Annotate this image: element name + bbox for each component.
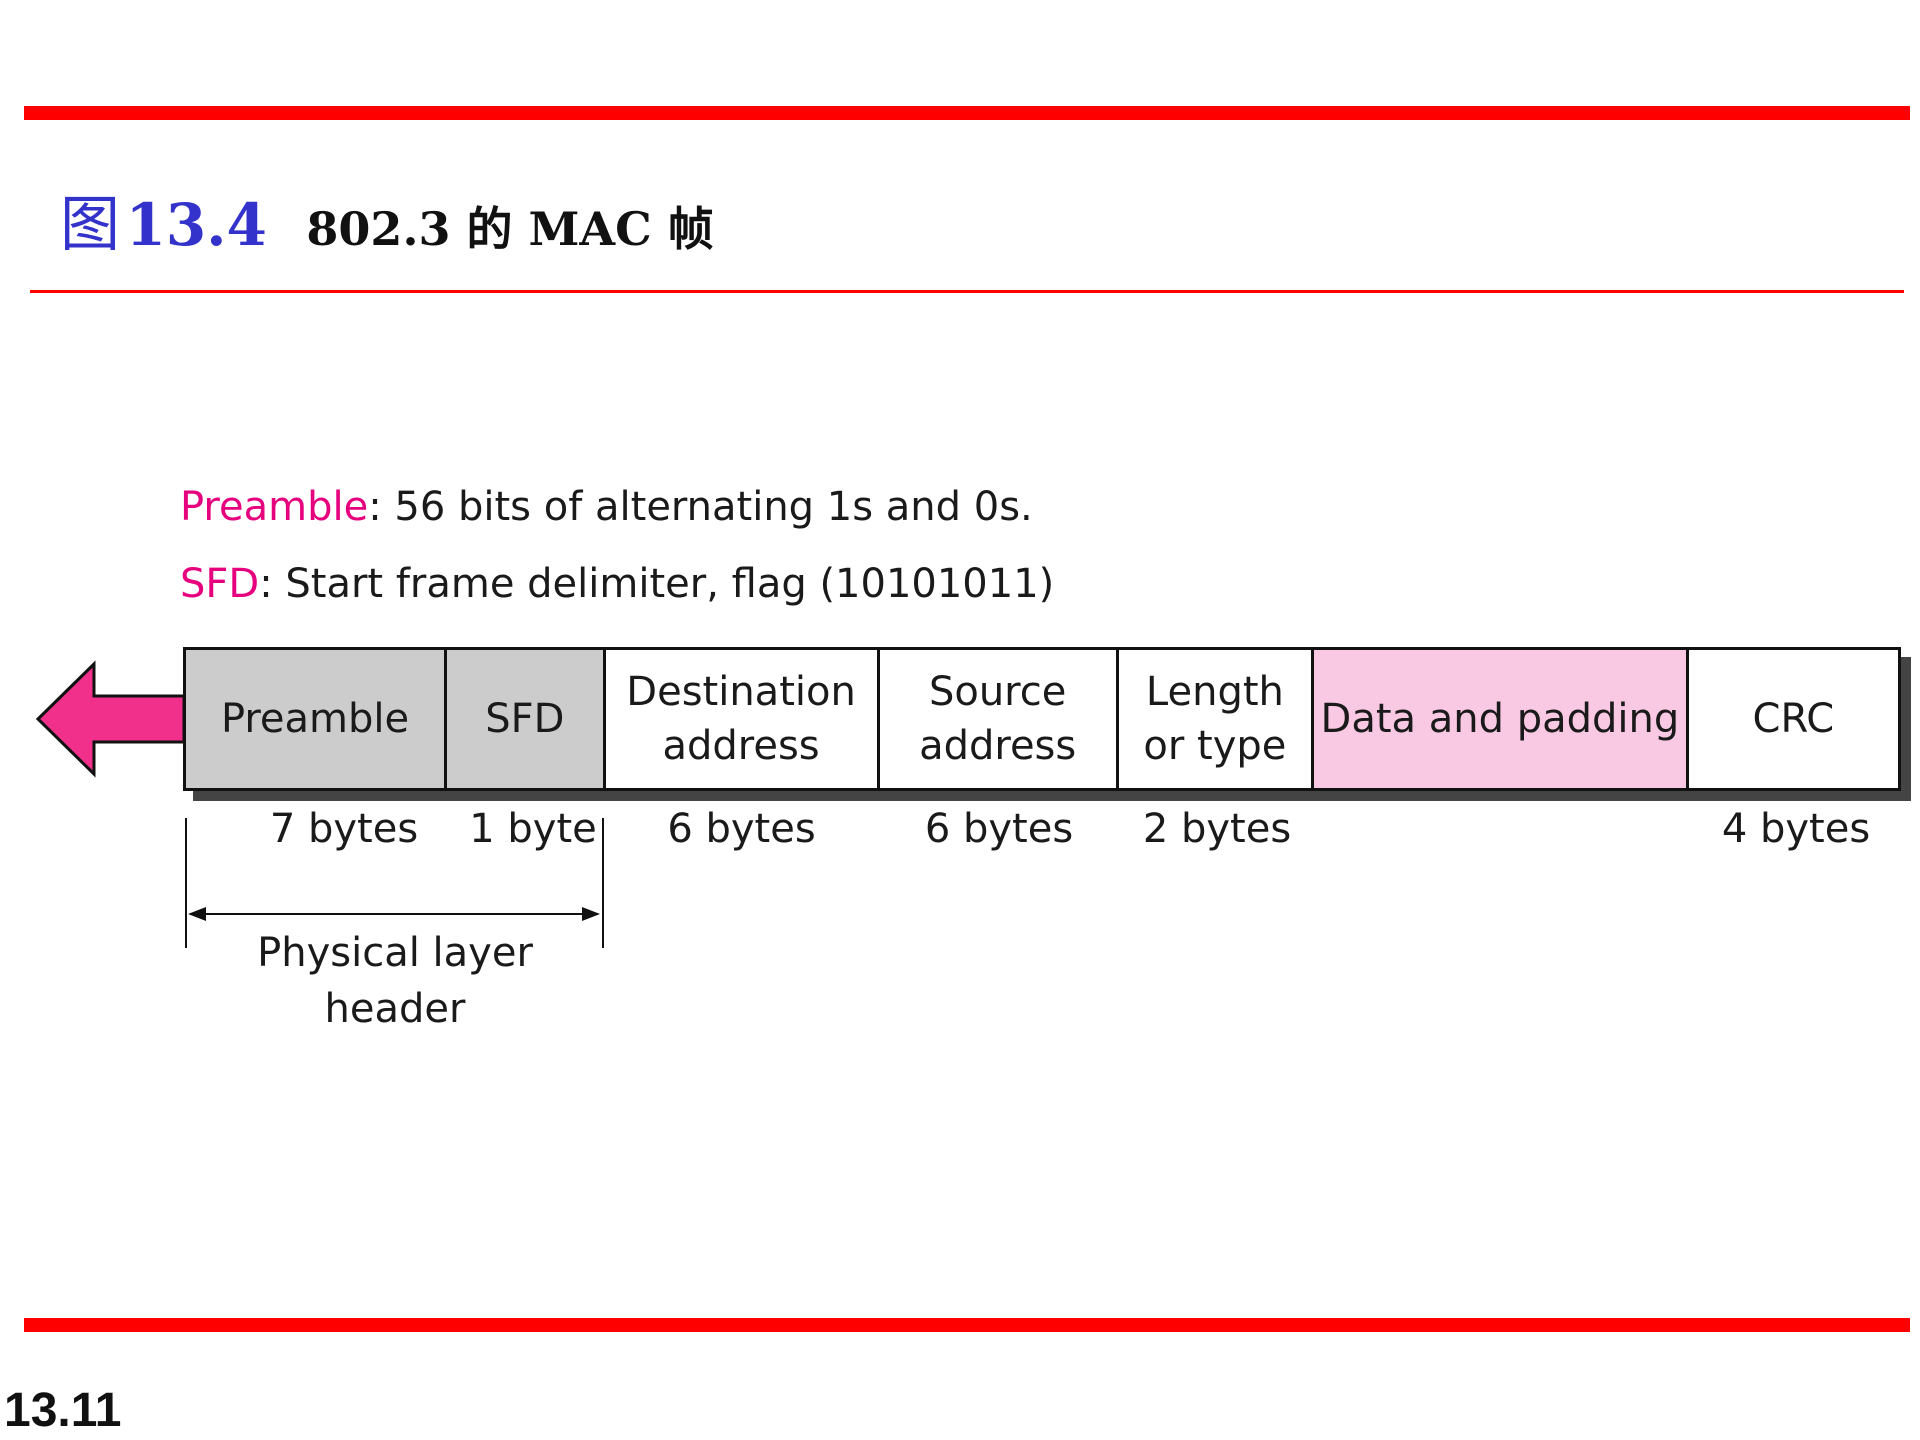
field-destination-address: Destination address — [606, 650, 880, 788]
frame-fields: Preamble SFD Destination address Source … — [183, 647, 1901, 791]
top-rule — [24, 106, 1910, 120]
bracket-right-tick — [602, 818, 604, 948]
field-label: Destination address — [626, 669, 856, 769]
double-arrow-icon — [188, 907, 600, 921]
field-label: CRC — [1752, 696, 1835, 742]
size-preamble: 7 bytes — [269, 806, 419, 852]
field-label: Data and padding — [1320, 696, 1680, 742]
field-data-and-padding: Data and padding — [1314, 650, 1689, 788]
title-underline — [30, 290, 1904, 293]
size-source-address: 6 bytes — [924, 806, 1074, 852]
field-label: Preamble — [220, 696, 410, 742]
size-length-or-type: 2 bytes — [1142, 806, 1292, 852]
field-crc: CRC — [1689, 650, 1898, 788]
mac-frame: Preamble SFD Destination address Source … — [183, 647, 1911, 801]
bracket-left-tick — [185, 818, 187, 948]
figure-number: 13.4 — [125, 191, 267, 259]
field-label: SFD — [485, 696, 565, 742]
field-sfd: SFD — [447, 650, 606, 788]
field-label: Length or type — [1143, 669, 1287, 769]
definition-text: : 56 bits of alternating 1s and 0s. — [368, 484, 1033, 530]
definition-text: : Start frame delimiter, flag (10101011) — [259, 561, 1055, 607]
definition-term: Preamble — [180, 484, 369, 530]
field-source-address: Source address — [880, 650, 1119, 788]
field-preamble: Preamble — [186, 650, 448, 788]
figure-caption: 802.3 的 MAC 帧 — [306, 202, 714, 256]
page-number: 13.11 — [4, 1384, 122, 1437]
bottom-rule — [24, 1318, 1910, 1332]
definition-term: SFD — [180, 561, 260, 607]
physical-layer-header-label: Physical layer header — [257, 930, 533, 1032]
figure-label: 图 — [60, 190, 120, 260]
definition-sfd: SFD: Start frame delimiter, flag (101010… — [180, 561, 1054, 607]
definition-preamble: Preamble: 56 bits of alternating 1s and … — [180, 484, 1033, 530]
figure-title: 图 13.4 802.3 的 MAC 帧 — [60, 176, 714, 263]
size-destination-address: 6 bytes — [667, 806, 816, 852]
field-label: Source address — [919, 669, 1077, 769]
size-crc: 4 bytes — [1721, 806, 1871, 852]
field-length-or-type: Length or type — [1119, 650, 1315, 788]
size-sfd: 1 byte — [469, 806, 597, 852]
direction-arrow-icon — [35, 660, 186, 778]
